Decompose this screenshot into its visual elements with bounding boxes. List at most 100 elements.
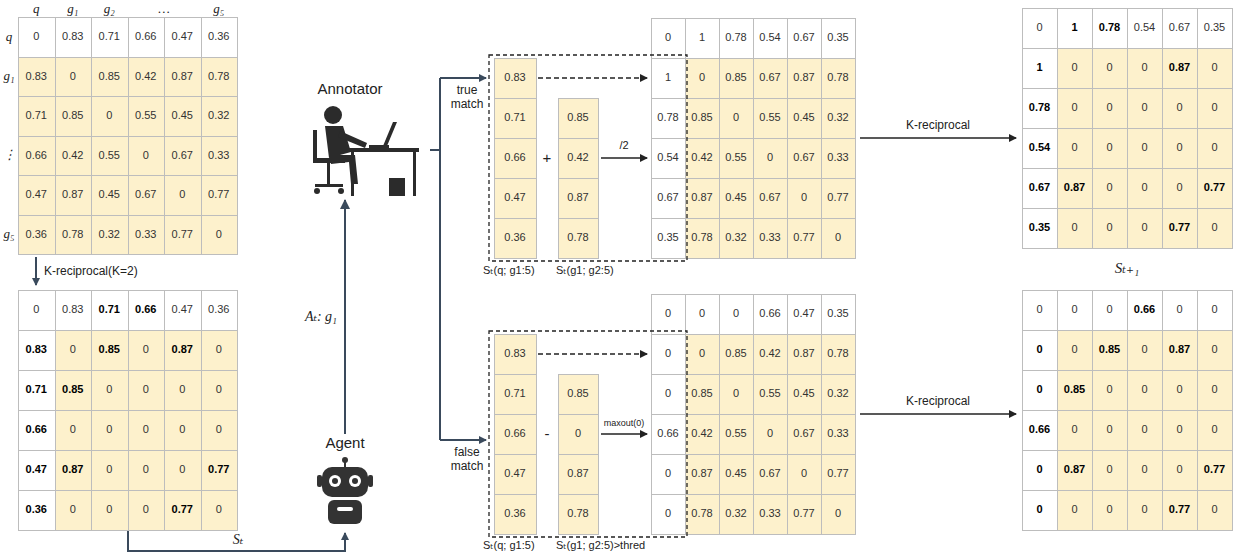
matrix-value: 0.33 [827,427,848,440]
matrix-value: 0.55 [135,109,156,122]
matrix-value: 0.55 [99,149,120,162]
matrix-value: 0 [1036,503,1042,516]
matrix-value: 0 [767,151,773,164]
matrix-value: 0.42 [135,70,156,83]
matrix-value: 0 [1141,383,1147,396]
matrix-value: 0 [106,503,112,516]
matrix-value: 0.45 [793,111,814,124]
icon-part [368,475,373,487]
matrix-value: 0.87 [793,347,814,360]
matrix-value: 0.67 [759,467,780,480]
matrix-value: 0 [216,228,222,241]
matrix-value: 0 [106,383,112,396]
matrix-value: 0.66 [1134,303,1155,316]
icon-part [314,188,320,194]
matrix-value: 0 [1071,343,1077,356]
operation-label: maxout(0) [604,418,645,429]
icon-part [413,152,416,196]
matrix-value: 0.42 [691,151,712,164]
matrix-value: 0.32 [725,507,746,520]
matrix-value: 0.54 [1029,141,1050,154]
branch-label: true match [445,84,489,112]
matrix-value: 0.55 [725,427,746,440]
matrix-value: 0.33 [759,507,780,520]
matrix-value: 0.66 [1029,423,1050,436]
matrix-value: 0 [70,503,76,516]
dashed-box [489,55,687,261]
matrix-value: 0.83 [26,343,47,356]
matrix-value: 0 [1141,181,1147,194]
icon-part [342,457,348,463]
icon-part [322,467,368,497]
icon-part [347,148,419,152]
branch-line [430,149,440,151]
matrix-value: 0.47 [172,303,193,316]
matrix-value: 0 [143,423,149,436]
matrix-value: 0.36 [26,228,47,241]
matrix-value: 0 [665,307,671,320]
operation-arrows [489,55,1016,537]
matrix-value: 0 [1071,503,1077,516]
branch-arrow [440,77,486,79]
matrix-value: 0 [733,111,739,124]
matrix-value: 0.67 [759,71,780,84]
op-arrow [601,433,647,434]
matrix-value: 0 [1141,141,1147,154]
state-label: Sₜ [233,532,243,549]
matrix-value: 0 [1106,303,1112,316]
matrix-value: 0 [216,343,222,356]
matrix-value: 0 [1211,383,1217,396]
matrix-value: 0 [1211,303,1217,316]
icon-part [324,106,342,124]
op-arrow [860,413,1016,414]
matrix-value: 0.33 [208,149,229,162]
matrix-value: 0.85 [691,387,712,400]
matrix-value: 0.67 [135,188,156,201]
operator-sign: - [545,425,550,443]
matrix-value: 0.85 [62,383,83,396]
vector-value: 0.47 [504,467,525,480]
matrix-value: 0.54 [657,151,678,164]
matrix-value: 0 [1176,463,1182,476]
matrix-value: 0.78 [62,228,83,241]
matrix-value: 0.87 [62,188,83,201]
matrix-value: 0.87 [691,191,712,204]
matrix-value: 0 [1106,61,1112,74]
matrix-value: 0 [1071,423,1077,436]
matrix-value: 0.77 [1169,221,1190,234]
matrix-value: 0 [699,347,705,360]
matrix-value: 0.77 [208,188,229,201]
matrix-value: 0.66 [26,149,47,162]
matrix-value: 0.78 [657,111,678,124]
matrix-value: 0.35 [1029,221,1050,234]
matrix-value: 0.78 [1029,101,1050,114]
matrix-value: 0.47 [26,463,47,476]
matrix-value: 0.78 [827,347,848,360]
matrix-value: 0.45 [725,191,746,204]
icon-part [325,126,351,158]
matrix-value: 0.67 [172,149,193,162]
operation-label: K-reciprocal [906,118,970,132]
vector-value: 0.36 [504,231,525,244]
matrix-value: 0.85 [62,109,83,122]
matrix-value: 0.67 [793,151,814,164]
annotator-icon [313,106,419,196]
row-header: g₁ [3,68,14,84]
vector-value: 0.78 [567,231,588,244]
branch-arrow [440,439,486,441]
matrix-value: 0.36 [26,503,47,516]
matrix-value: 0 [179,383,185,396]
matrix-value: 0 [1141,61,1147,74]
matrix-value: 0.85 [1064,383,1085,396]
matrix-value: 0.85 [99,70,120,83]
icon-part [327,163,330,185]
state-label: Sₜ₊₁ [1115,259,1139,277]
column-header: g₁ [67,1,78,17]
matrix-value: 0 [143,149,149,162]
matrix-value: 0 [1141,423,1147,436]
matrix-value: 0.78 [827,71,848,84]
row-header: q [6,29,13,45]
matrix-value: 0 [1036,303,1042,316]
matrix-value: 0.35 [827,307,848,320]
